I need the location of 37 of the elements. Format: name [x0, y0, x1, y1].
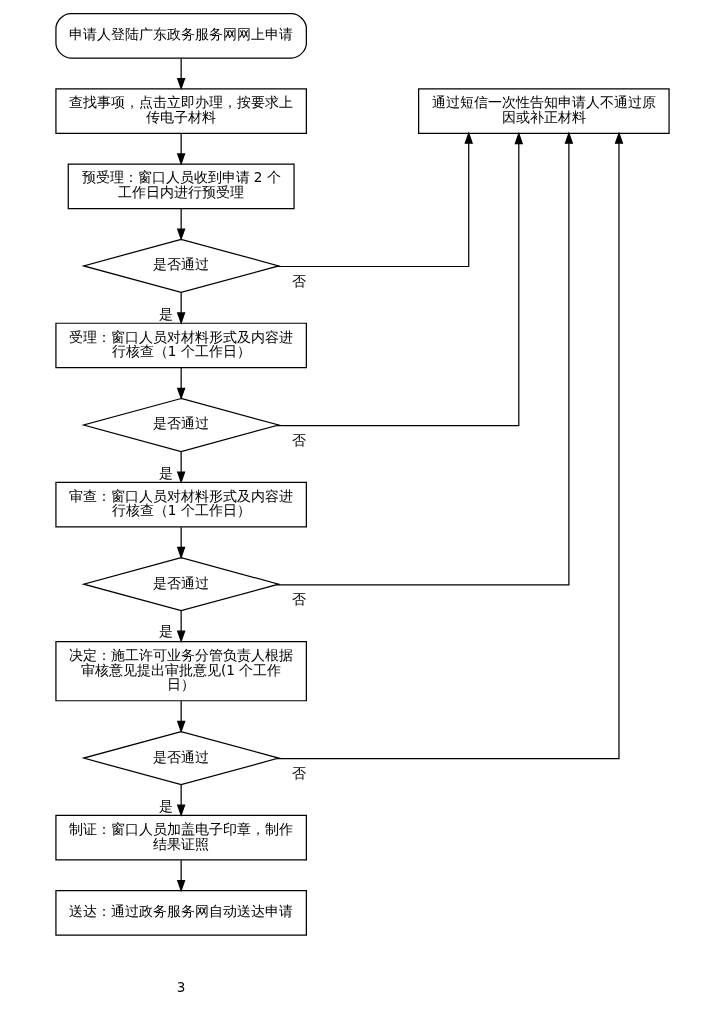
arrow	[275, 131, 623, 760]
node-box: 受理：窗口人员对材料形式及内容进行核查（1 个工作日）	[54, 322, 307, 369]
node-box: 决定：施工许可业务分管负责人根据审核意见提出审批意见(1 个工作日）	[54, 640, 307, 702]
edge-label: 是	[158, 464, 173, 481]
arrow	[275, 131, 573, 586]
arrow	[176, 784, 185, 817]
edge-label: 否	[291, 764, 306, 781]
arrow	[275, 131, 473, 268]
arrow	[176, 292, 185, 325]
edge-label: 是	[158, 623, 173, 640]
arrow	[176, 133, 185, 166]
edge-label: 否	[291, 272, 306, 289]
node-box: 预受理：窗口人员收到申请 2 个工作日内进行预受理	[67, 163, 295, 210]
arrow	[176, 451, 185, 484]
node-box: 查找事项，点击立即办理，按要求上传电子材料	[54, 88, 307, 134]
edge-label: 是	[158, 797, 173, 814]
arrow	[176, 526, 185, 560]
node-box: 申请人登陆广东政务服务网网上申请	[54, 13, 307, 59]
label: 3	[176, 978, 185, 995]
node-diamond: 是否通过	[80, 730, 281, 786]
node-box: 审查：窗口人员对材料形式及内容进行核查（1 个工作日）	[54, 481, 307, 528]
edge-label: 是	[158, 305, 173, 322]
edge-label: 否	[291, 431, 306, 448]
node-box: 送达：通过政务服务网自动送达申请	[54, 890, 307, 936]
node-diamond: 是否通过	[80, 238, 281, 294]
node-box: 制证：窗口人员加盖电子印章，制作结果证照	[54, 814, 307, 861]
node-box: 通过短信一次性告知申请人不通过原因或补正材料	[417, 88, 670, 134]
arrow	[176, 57, 185, 91]
arrow	[176, 610, 185, 643]
arrow	[176, 208, 185, 241]
arrow	[176, 859, 185, 893]
arrow	[176, 700, 185, 734]
node-diamond: 是否通过	[80, 557, 281, 612]
arrow	[176, 367, 185, 400]
node-diamond: 是否通过	[80, 397, 281, 453]
arrow	[275, 131, 523, 427]
edge-label: 否	[291, 590, 306, 607]
